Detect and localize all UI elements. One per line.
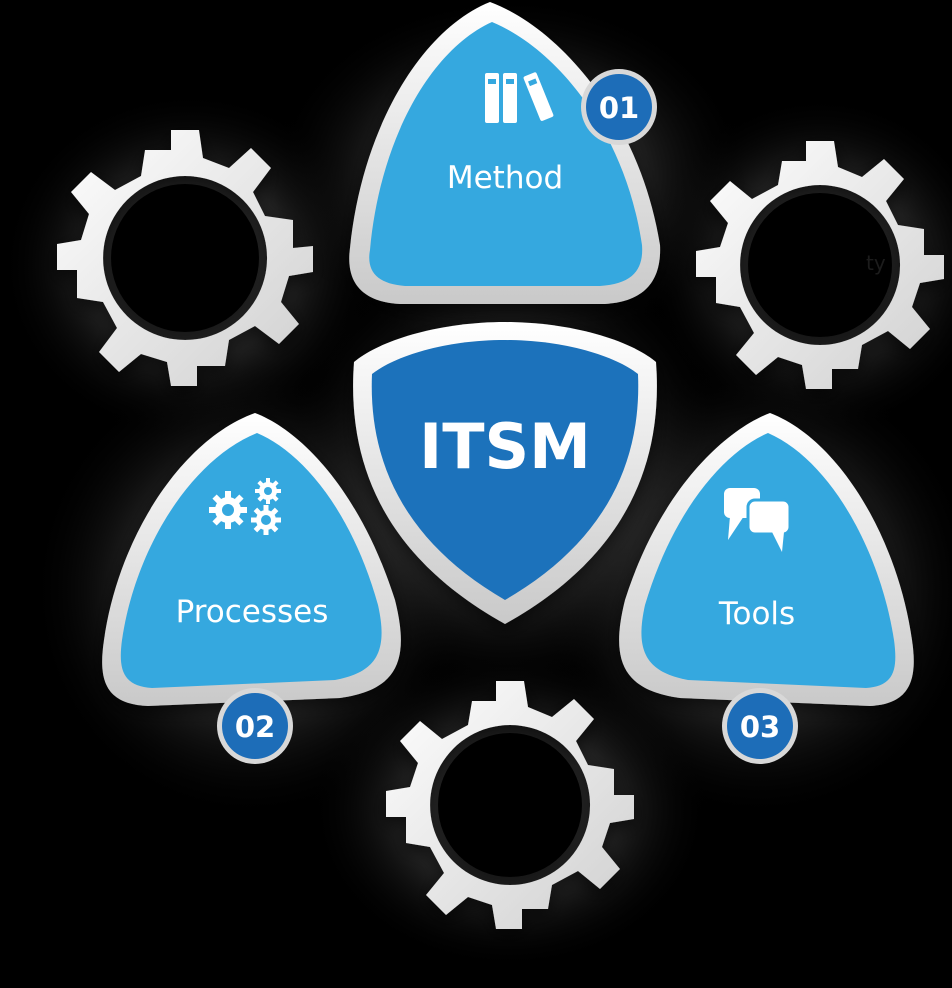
gear-icon	[57, 130, 313, 386]
segment-label-method: Method	[447, 160, 563, 196]
segment-method	[349, 2, 661, 304]
center-label: ITSM	[419, 410, 591, 483]
segment-fill	[369, 22, 643, 286]
badge-01: 01	[581, 69, 657, 145]
gears-icon	[209, 478, 281, 535]
gear-shape	[57, 130, 313, 386]
binders-icon	[485, 72, 554, 123]
segment-label-processes: Processes	[176, 594, 329, 630]
segment-label-tools: Tools	[718, 596, 795, 632]
speech-bubbles-icon	[724, 488, 792, 552]
badge-03: 03	[722, 688, 798, 764]
gear-icon	[696, 141, 944, 389]
badge-number: 02	[235, 710, 275, 744]
badge-number: 01	[599, 91, 639, 125]
badge-02: 02	[217, 688, 293, 764]
badge-number: 03	[740, 710, 780, 744]
segment-processes	[102, 413, 401, 706]
center-shield	[353, 322, 657, 624]
segment-tools	[619, 413, 914, 706]
stray-text: ty	[866, 251, 886, 275]
gear-icon	[386, 681, 634, 929]
